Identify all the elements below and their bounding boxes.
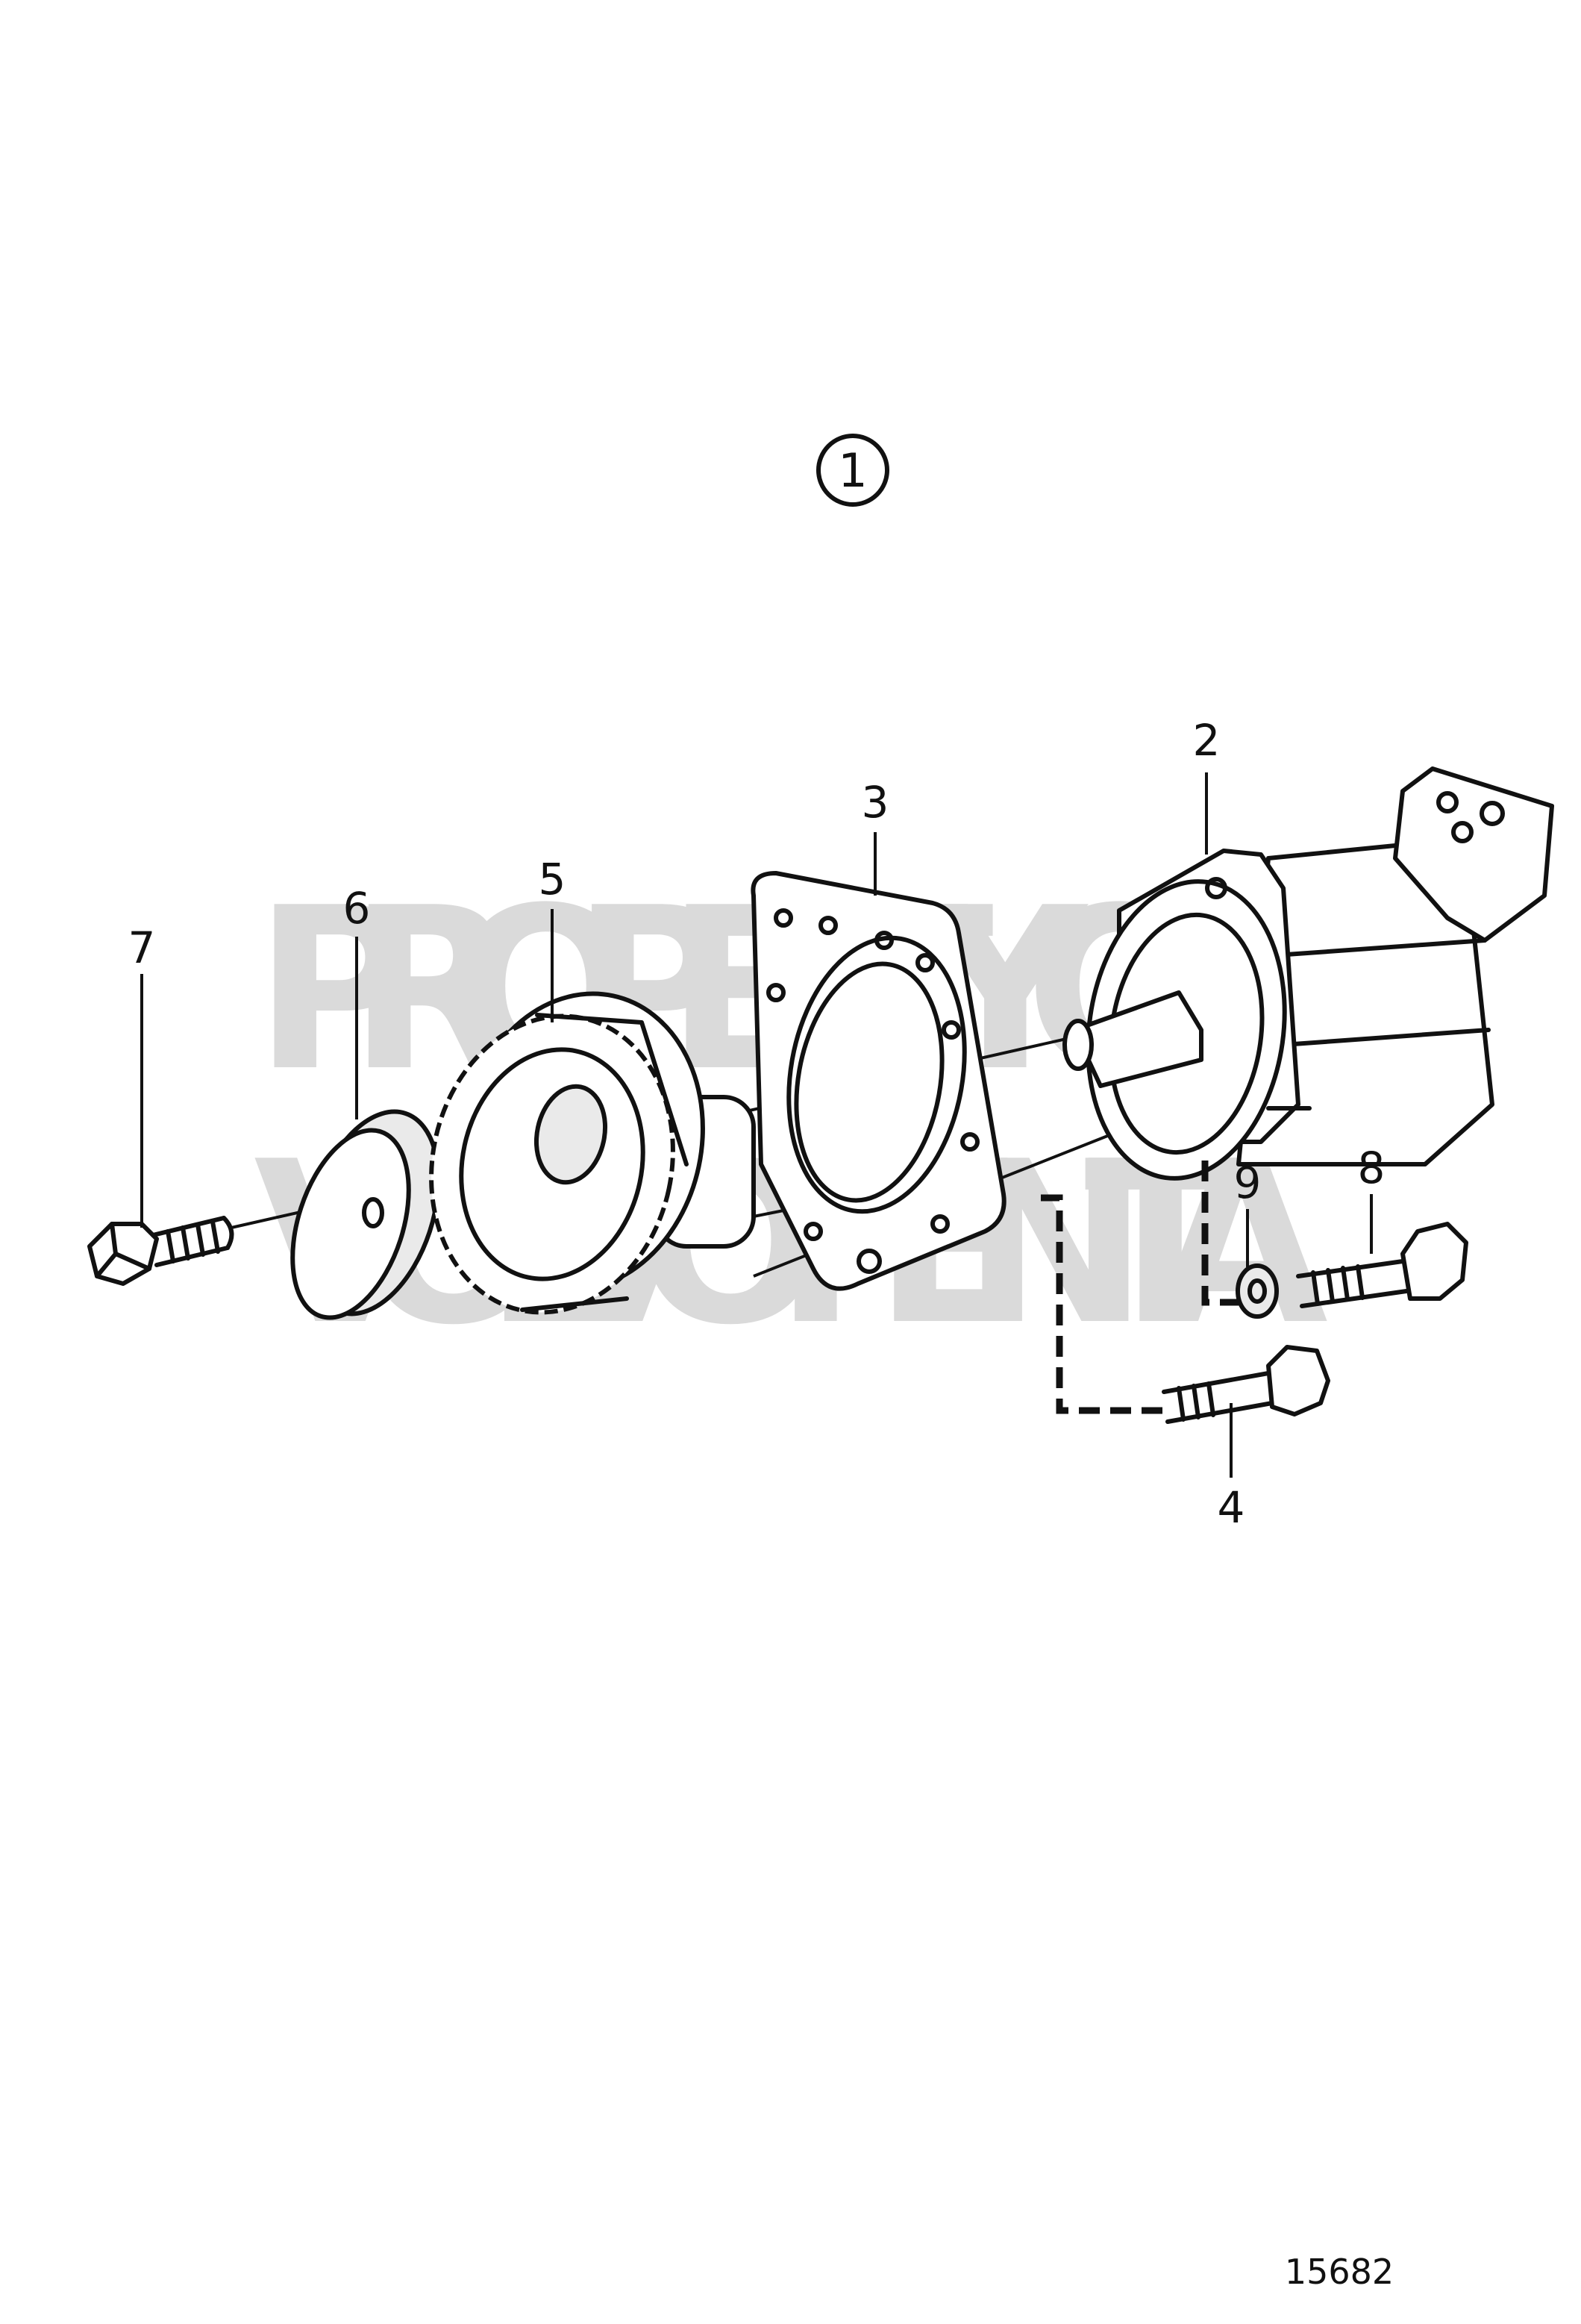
callout-5: 5 [539,854,566,905]
part-3-flange-plate [751,871,1006,1291]
callout-3: 3 [862,777,889,828]
callout-8: 8 [1358,1143,1386,1193]
part-2-hydraulic-pump [1062,766,1554,1181]
callout-9: 9 [1234,1158,1262,1208]
part-8-cap-screw [1296,1222,1468,1308]
view-number-badge: 1 [816,434,889,507]
drawing-number: 15682 [1285,2252,1394,2292]
callout-labels: 2 3 4 5 6 7 8 9 [128,715,1386,1533]
bolt-alignment-dashes [1041,1161,1239,1414]
view-number-label: 1 [838,443,867,498]
part-7-flange-bolt [87,1216,234,1286]
part-5-gear [429,991,756,1315]
callout-2: 2 [1193,715,1221,766]
callout-7: 7 [128,922,156,973]
part-4-cap-screw [1162,1345,1330,1424]
part-6-washer [290,1109,441,1320]
callout-6: 6 [343,883,371,934]
part-9-seal-washer [1236,1263,1279,1319]
leader-lines [140,772,1373,1478]
callout-4: 4 [1218,1482,1245,1533]
view-number-circle [816,434,889,507]
